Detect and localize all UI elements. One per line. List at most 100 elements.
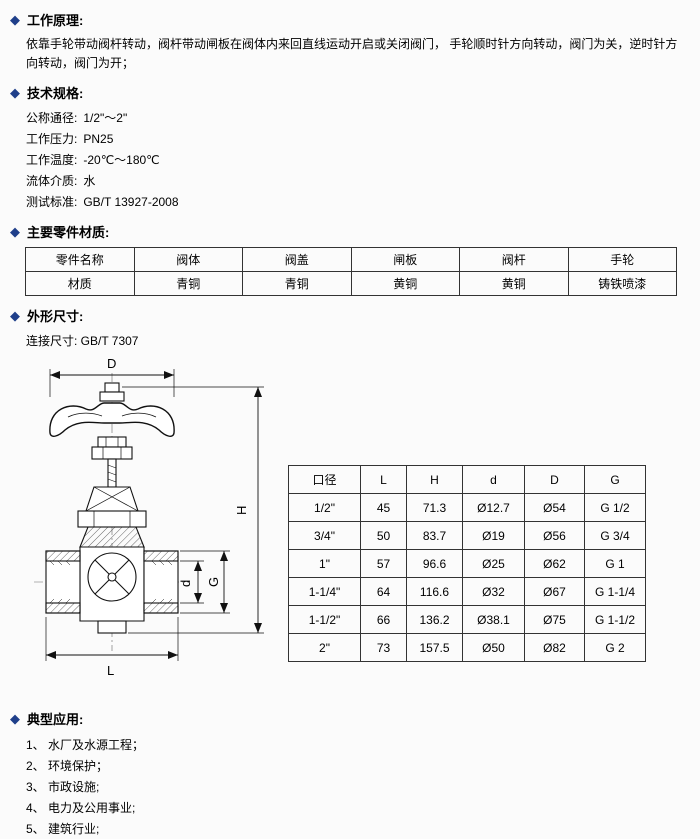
spec-label: 公称通径: <box>26 111 78 126</box>
application-item: 4、 电力及公用事业; <box>26 801 136 816</box>
spec-label: 测试标准: <box>26 195 78 210</box>
specs-title: 技术规格: <box>27 86 84 102</box>
dim-cell: Ø19 <box>462 521 525 551</box>
section-working-principle-heading: ◆ 工作原理: <box>10 10 690 29</box>
dim-row: 1/2" 45 71.3 Ø12.7 Ø54 G 1/2 <box>288 493 646 523</box>
dim-cell: Ø75 <box>524 605 585 635</box>
materials-header-cell: 闸板 <box>350 247 460 273</box>
dim-row: 1-1/4" 64 116.6 Ø32 Ø67 G 1-1/4 <box>288 577 646 607</box>
section-specs-heading: ◆ 技术规格: <box>10 83 690 102</box>
diamond-bullet-icon: ◆ <box>10 224 20 240</box>
dim-header-cell: L <box>360 465 407 495</box>
dim-row: 1" 57 96.6 Ø25 Ø62 G 1 <box>288 549 646 579</box>
dim-cell: Ø54 <box>524 493 585 523</box>
spec-value: 水 <box>83 174 96 189</box>
dim-cell: Ø67 <box>524 577 585 607</box>
dim-cell: Ø50 <box>462 633 525 663</box>
application-item: 1、 水厂及水源工程； <box>26 738 145 753</box>
dim-cell: 1/2" <box>288 493 361 523</box>
dim-cell: 71.3 <box>406 493 463 523</box>
materials-title: 主要零件材质: <box>27 225 110 241</box>
dim-label-L: L <box>107 663 114 678</box>
dimensions-table: 口径 L H d D G 1/2" 45 71.3 Ø12.7 Ø54 G 1/… <box>288 465 646 663</box>
dim-cell: G 1-1/2 <box>584 605 646 635</box>
dim-row: 2" 73 157.5 Ø50 Ø82 G 2 <box>288 633 646 663</box>
dim-label-D: D <box>107 356 116 371</box>
dim-header-cell: 口径 <box>288 465 361 495</box>
dim-cell: 64 <box>360 577 407 607</box>
dim-cell: G 2 <box>584 633 646 663</box>
gate-valve-drawing: D L H d G <box>34 356 264 678</box>
dim-cell: Ø82 <box>524 633 585 663</box>
dim-label-G: G <box>206 577 221 587</box>
dim-cell: Ø62 <box>524 549 585 579</box>
applications-title: 典型应用: <box>27 712 84 728</box>
dim-cell: G 1/2 <box>584 493 646 523</box>
dim-cell: G 1-1/4 <box>584 577 646 607</box>
diamond-bullet-icon: ◆ <box>10 711 20 727</box>
dim-cell: Ø38.1 <box>462 605 525 635</box>
spec-line: 流体介质: 水 <box>26 170 690 191</box>
dim-cell: 73 <box>360 633 407 663</box>
materials-header-cell: 阀杆 <box>459 247 569 273</box>
spec-label: 工作压力: <box>26 132 78 147</box>
dim-cell: 66 <box>360 605 407 635</box>
dim-cell: 2" <box>288 633 361 663</box>
dim-header-cell: H <box>406 465 463 495</box>
dim-cell: Ø25 <box>462 549 525 579</box>
dim-label-d: d <box>178 580 193 587</box>
diamond-bullet-icon: ◆ <box>10 85 20 101</box>
spec-line: 测试标准: GB/T 13927-2008 <box>26 191 690 212</box>
dim-cell: 1" <box>288 549 361 579</box>
dim-cell: 83.7 <box>406 521 463 551</box>
materials-cell: 青铜 <box>133 271 243 297</box>
diamond-bullet-icon: ◆ <box>10 12 20 27</box>
dim-header-row: 口径 L H d D G <box>288 465 646 495</box>
dimension-labels: D L H d G <box>107 356 249 678</box>
dimensions-drawing-area: D L H d G 口径 L H d D G <box>10 353 690 695</box>
dim-cell: G 1 <box>584 549 646 579</box>
dim-cell: Ø56 <box>524 521 585 551</box>
spec-line: 工作温度: -20℃～180℃ <box>26 149 690 170</box>
connection-size-text: 连接尺寸: GB/T 7307 <box>26 334 139 349</box>
materials-header-cell: 阀体 <box>133 247 243 273</box>
working-principle-text: 依靠手轮带动阀杆转动，阀杆带动闸板在阀体内来回直线运动开启或关闭阀门， 手轮顺时… <box>26 37 678 71</box>
dim-row: 3/4" 50 83.7 Ø19 Ø56 G 3/4 <box>288 521 646 551</box>
dim-cell: 96.6 <box>406 549 463 579</box>
spec-value: PN25 <box>83 131 114 146</box>
spec-value: 1/2"～2" <box>83 111 128 126</box>
section-dimensions-heading: ◆ 外形尺寸: <box>10 306 690 325</box>
section-applications-heading: ◆ 典型应用: <box>10 709 690 728</box>
working-principle-title: 工作原理: <box>27 13 84 28</box>
spec-label: 流体介质: <box>26 174 78 189</box>
dim-cell: 157.5 <box>406 633 463 663</box>
specs-list: 公称通径: 1/2"～2" 工作压力: PN25 工作温度: -20℃～180℃… <box>26 107 690 212</box>
spec-line: 公称通径: 1/2"～2" <box>26 107 690 128</box>
application-item: 5、 建筑行业; <box>26 822 100 837</box>
dim-cell: 3/4" <box>288 521 361 551</box>
application-item: 3、 市政设施; <box>26 780 100 795</box>
dim-cell: Ø12.7 <box>462 493 525 523</box>
dim-row: 1-1/2" 66 136.2 Ø38.1 Ø75 G 1-1/2 <box>288 605 646 635</box>
materials-cell: 黄铜 <box>459 271 569 297</box>
materials-data-row: 材质 青铜 青铜 黄铜 黄铜 铸铁喷漆 <box>25 271 677 297</box>
valve-outline <box>34 369 264 662</box>
dim-cell: 1-1/2" <box>288 605 361 635</box>
materials-cell: 材质 <box>25 271 135 297</box>
diamond-bullet-icon: ◆ <box>10 308 20 324</box>
dim-cell: 57 <box>360 549 407 579</box>
dim-cell: 1-1/4" <box>288 577 361 607</box>
dim-cell: 45 <box>360 493 407 523</box>
materials-cell: 黄铜 <box>350 271 460 297</box>
materials-cell: 青铜 <box>242 271 352 297</box>
dim-label-H: H <box>234 506 249 515</box>
spec-value: GB/T 13927-2008 <box>83 194 179 209</box>
dim-header-cell: D <box>524 465 585 495</box>
spec-line: 工作压力: PN25 <box>26 128 690 149</box>
dim-cell: G 3/4 <box>584 521 646 551</box>
dim-cell: 136.2 <box>406 605 463 635</box>
materials-header-cell: 阀盖 <box>242 247 352 273</box>
dimensions-title: 外形尺寸: <box>27 309 84 325</box>
dim-cell: 116.6 <box>406 577 463 607</box>
dim-header-cell: G <box>584 465 646 495</box>
